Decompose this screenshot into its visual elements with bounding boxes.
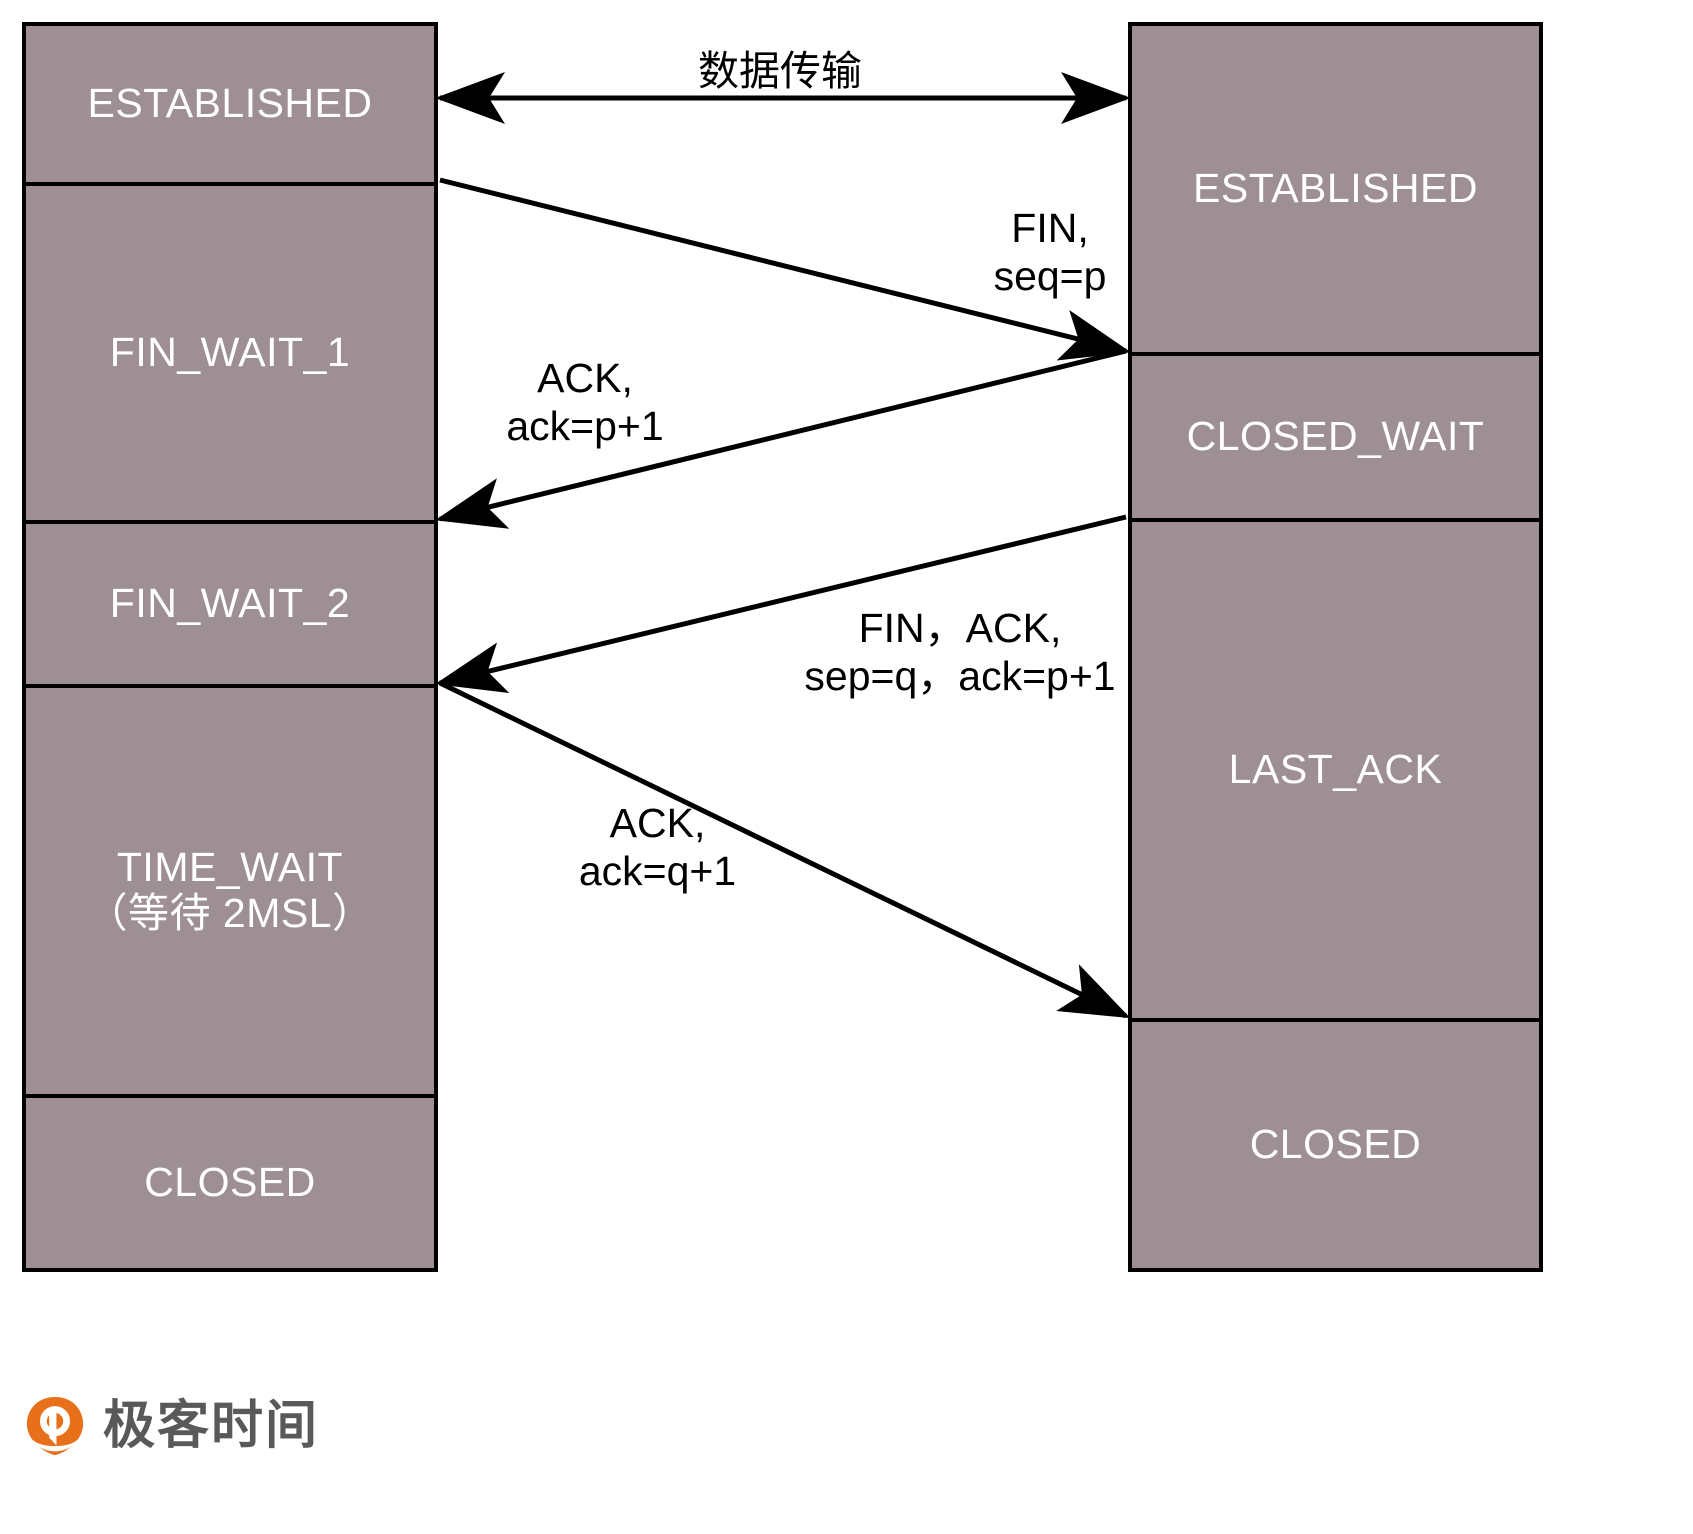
arrow-ack-2 [438,680,1131,1019]
state-client-fin-wait-1: FIN_WAIT_1 [26,182,434,520]
state-client-closed: CLOSED [26,1094,434,1268]
state-client-time-wait: TIME_WAIT （等待 2MSL） [26,684,434,1094]
client-state-column: ESTABLISHED FIN_WAIT_1 FIN_WAIT_2 TIME_W… [22,22,438,1272]
geektime-logo-icon [24,1395,86,1457]
state-server-closed: CLOSED [1132,1018,1539,1268]
state-server-established: ESTABLISHED [1193,165,1478,212]
label-fin-ack: FIN，ACK, sep=q，ack=p+1 [804,605,1116,699]
brand-name: 极客时间 [103,1397,320,1455]
label-ack-2: ACK, ack=q+1 [578,800,737,894]
label-fin-1: FIN, seq=p [993,205,1107,299]
brand-watermark: 极客时间 [24,1395,319,1457]
label-ack-1: ACK, ack=p+1 [506,355,664,449]
state-server-closed-wait: CLOSED_WAIT [1132,352,1539,518]
state-client-established: ESTABLISHED [87,80,373,127]
state-server-last-ack: LAST_ACK [1132,518,1539,1018]
label-data-transfer: 数据传输 [698,48,862,94]
state-client-fin-wait-2: FIN_WAIT_2 [26,520,434,684]
server-state-column: ESTABLISHED CLOSED_WAIT LAST_ACK CLOSED [1128,22,1543,1272]
